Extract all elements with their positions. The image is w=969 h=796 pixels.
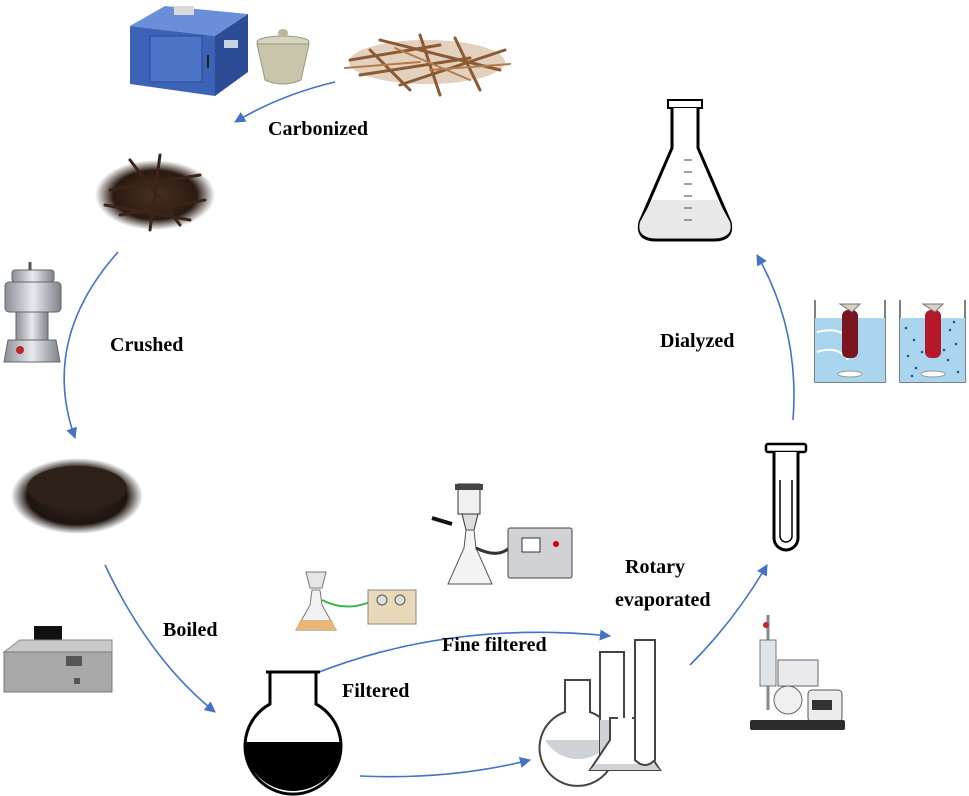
label-rotary: Rotary: [625, 556, 685, 578]
label-dialyzed: Dialyzed: [660, 330, 734, 352]
heating-bath-icon: [2, 626, 113, 693]
label-evaporated: evaporated: [615, 589, 711, 611]
arrow-boiled: [104, 564, 216, 713]
label-carbonized: Carbonized: [268, 118, 368, 140]
label-fine-filtered: Fine filtered: [442, 634, 547, 656]
charred-biomass-icon: [95, 153, 215, 232]
label-filtered: Filtered: [342, 680, 409, 702]
biomass-straw-icon: [344, 33, 511, 97]
arrow-rotary-evaporated: [689, 564, 768, 666]
arrow-crushed: [63, 251, 119, 440]
erlenmeyer-flask-icon: [637, 99, 733, 242]
label-crushed: Crushed: [110, 334, 183, 356]
test-tube-icon: [764, 442, 808, 552]
glassware-set-icon: [538, 639, 662, 787]
grinder-icon: [3, 262, 62, 363]
vacuum-filtration-small-icon: [295, 571, 417, 631]
flow-arrows: [63, 81, 795, 778]
crucible-icon: [256, 29, 310, 85]
arrow-fine-filtered: [313, 629, 612, 675]
round-bottom-flask-icon: [243, 670, 343, 796]
arrow-dialyzed: [756, 254, 795, 421]
charcoal-powder-icon: [11, 458, 143, 534]
arrow-filtered: [359, 757, 532, 778]
dialysis-beaker-clear-icon: [814, 300, 886, 383]
label-boiled: Boiled: [163, 619, 217, 641]
rotary-evaporator-icon: [750, 615, 845, 730]
vacuum-filtration-large-icon: [431, 483, 573, 585]
dialysis-beaker-dotted-icon: [899, 300, 966, 383]
muffle-furnace-icon: [130, 6, 248, 96]
arrow-carbonized: [234, 81, 336, 123]
